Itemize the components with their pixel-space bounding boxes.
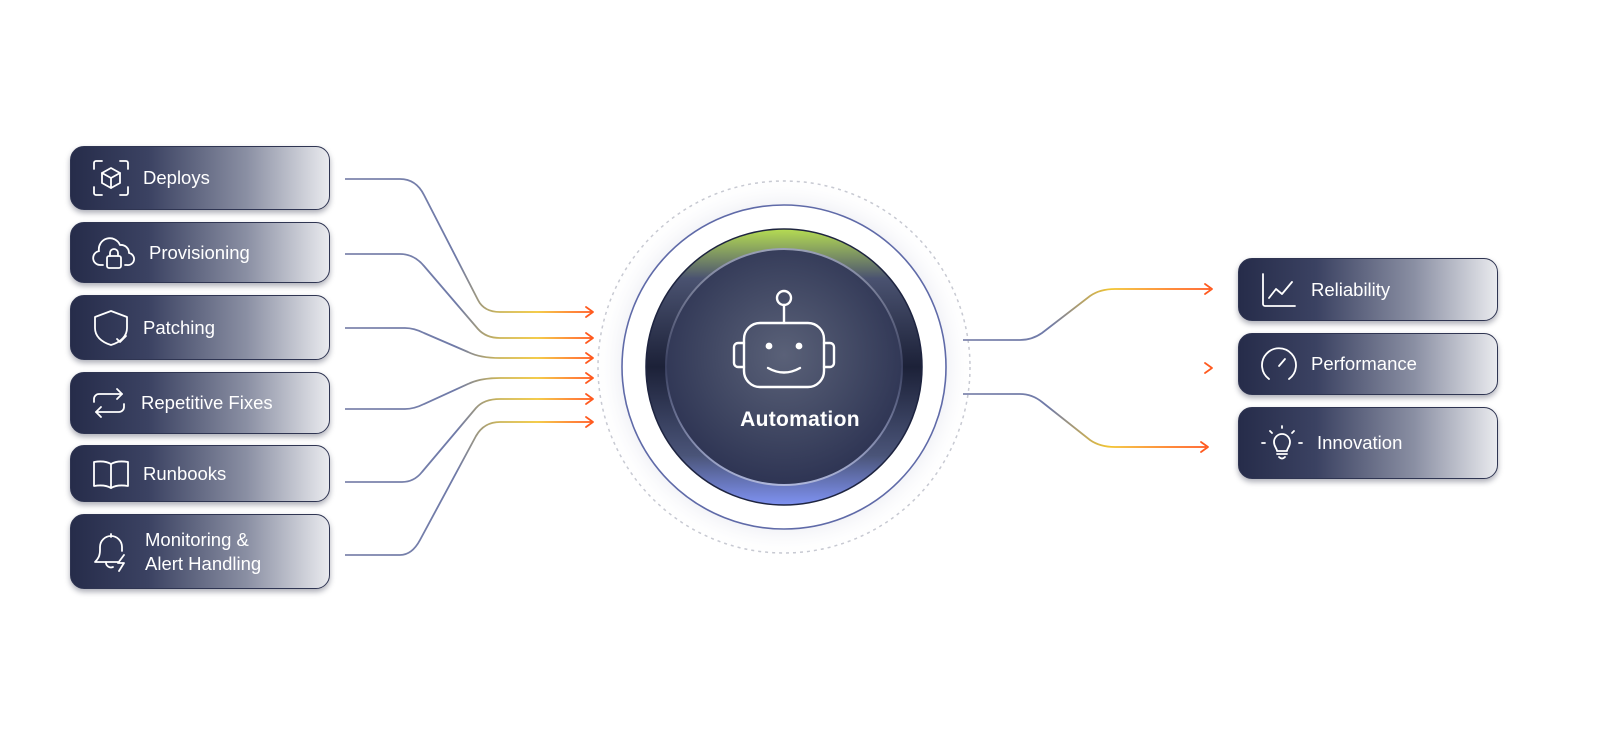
card-label-monitoring: Monitoring & Alert Handling bbox=[145, 528, 262, 574]
card-deploys[interactable]: Deploys bbox=[70, 146, 330, 210]
card-runbooks[interactable]: Runbooks bbox=[70, 445, 330, 502]
card-label-provisioning: Provisioning bbox=[149, 241, 250, 263]
card-innovation[interactable]: Innovation bbox=[1238, 407, 1498, 479]
card-label-reliability: Reliability bbox=[1311, 278, 1391, 300]
hub-face bbox=[665, 248, 903, 486]
output-connectors bbox=[958, 288, 1210, 448]
line-chart-icon bbox=[1259, 270, 1299, 310]
output-arrowheads bbox=[1200, 283, 1213, 453]
arrowhead-deploys bbox=[585, 306, 594, 318]
arrowhead-provisioning bbox=[585, 332, 594, 344]
hub-label: Automation bbox=[740, 408, 860, 431]
connector-innovation bbox=[963, 393, 1206, 448]
lightbulb-icon bbox=[1259, 423, 1305, 463]
robot-icon bbox=[732, 289, 836, 389]
shield-check-icon bbox=[91, 308, 131, 348]
connector-provisioning bbox=[345, 253, 592, 339]
gauge-icon bbox=[1259, 344, 1299, 384]
card-performance[interactable]: Performance bbox=[1238, 333, 1498, 395]
connector-deploys bbox=[345, 178, 592, 313]
arrowhead-reliability bbox=[1204, 283, 1213, 295]
card-label-innovation: Innovation bbox=[1317, 432, 1403, 453]
card-label-patching: Patching bbox=[143, 316, 215, 338]
connector-repetitive-fixes bbox=[345, 377, 592, 410]
card-patching[interactable]: Patching bbox=[70, 295, 330, 360]
cloud-lock-icon bbox=[91, 233, 137, 273]
bell-bolt-icon bbox=[91, 532, 131, 572]
card-monitoring[interactable]: Monitoring & Alert Handling bbox=[70, 514, 330, 589]
connector-monitoring bbox=[345, 421, 592, 556]
arrowhead-monitoring bbox=[585, 416, 594, 428]
arrowhead-runbooks bbox=[585, 393, 594, 405]
arrowhead-performance bbox=[1204, 362, 1213, 374]
card-label-performance: Performance bbox=[1311, 353, 1417, 374]
open-book-icon bbox=[91, 454, 131, 494]
card-provisioning[interactable]: Provisioning bbox=[70, 222, 330, 283]
input-connectors bbox=[345, 178, 592, 556]
repeat-icon bbox=[89, 383, 129, 423]
card-label-deploys: Deploys bbox=[143, 167, 210, 188]
arrowhead-repetitive-fixes bbox=[585, 372, 594, 384]
input-arrowheads bbox=[585, 306, 594, 428]
arrowhead-innovation bbox=[1200, 441, 1209, 453]
connector-runbooks bbox=[345, 398, 592, 483]
card-label-runbooks: Runbooks bbox=[143, 462, 227, 484]
arrowhead-patching bbox=[585, 352, 594, 364]
card-label-repetitive-fixes: Repetitive Fixes bbox=[141, 392, 273, 413]
cube-scan-icon bbox=[91, 158, 131, 198]
card-reliability[interactable]: Reliability bbox=[1238, 258, 1498, 321]
card-repetitive-fixes[interactable]: Repetitive Fixes bbox=[70, 372, 330, 434]
connector-reliability bbox=[963, 288, 1210, 341]
connector-patching bbox=[345, 327, 592, 359]
